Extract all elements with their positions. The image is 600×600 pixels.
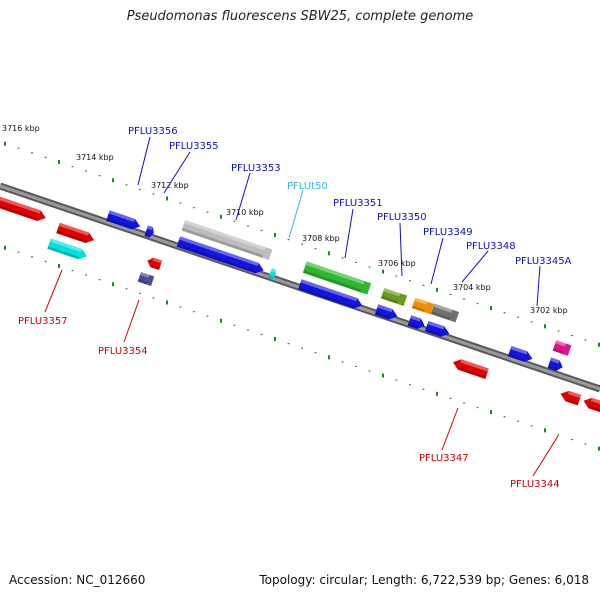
gene-feature-cds-orange	[411, 297, 435, 315]
gene-feature-cds-forward	[144, 225, 154, 238]
gene-feature-cds-magenta	[552, 340, 572, 356]
scale-dots-lower	[4, 245, 600, 451]
gene-feature-cds-forward	[407, 315, 425, 329]
gene-feature-cds-reverse	[452, 359, 489, 379]
gene-label: PFLU3349	[423, 227, 473, 238]
gene-feature-cds-reverse	[583, 397, 600, 413]
gene-feature-cds-olive	[380, 287, 408, 307]
gene-label: PFLU3348	[466, 241, 516, 252]
tick-labels: 3716 kbp 3714 kbp 3712 kbp 3710 kbp 3708…	[2, 124, 568, 315]
topology-text: Topology: circular; Length: 6,722,539 bp…	[259, 573, 589, 587]
gene-label: PFLU3347	[419, 453, 469, 464]
gene-feature-cds-forward	[0, 196, 46, 221]
gene-feature-cds-gray	[430, 303, 460, 323]
scale-dots-upper	[4, 141, 600, 347]
tick-label: 3702 kbp	[530, 306, 568, 315]
gene-label: PFLU3353	[231, 163, 281, 174]
gene-feature-cds-slate	[137, 272, 155, 286]
gene-label: PFLU3356	[128, 126, 178, 137]
gene-label: PFLU3344	[510, 479, 560, 490]
tick-label: 3712 kbp	[151, 181, 189, 190]
gene-label: PFLU3351	[333, 198, 383, 209]
tick-label: 3708 kbp	[302, 234, 340, 243]
map-title: Pseudomonas fluorescens SBW25, complete …	[126, 9, 474, 24]
gene-feature-cds-forward	[374, 304, 398, 320]
tick-label: 3714 kbp	[76, 153, 114, 162]
gene-label: PFLU3345A	[515, 256, 572, 267]
gene-features	[0, 196, 600, 413]
gene-label: PFLU3350	[377, 212, 427, 223]
gene-label: PFLUt50	[287, 181, 328, 192]
gene-feature-rrna	[181, 220, 273, 260]
tick-label: 3706 kbp	[378, 259, 416, 268]
gene-feature-cds-reverse	[147, 257, 163, 270]
accession-text: Accession: NC_012660	[9, 573, 146, 587]
gene-feature-trna	[47, 238, 87, 260]
gene-feature-cds-forward	[176, 236, 264, 274]
gene-label: PFLU3354	[98, 346, 148, 357]
leader-lines	[44, 136, 559, 477]
gene-feature-cds-reverse	[56, 222, 94, 244]
gene-feature-cds-forward	[297, 279, 363, 309]
gene-feature-cds-forward	[106, 210, 141, 230]
gene-feature-cds-forward	[547, 357, 563, 371]
gene-feature-cds-forward	[507, 345, 533, 362]
gene-label: PFLU3355	[169, 141, 219, 152]
gene-feature-cds-forward	[424, 320, 450, 337]
tick-label: 3716 kbp	[2, 124, 40, 133]
gene-label: PFLU3357	[18, 316, 68, 327]
gene-feature-cds-green	[302, 261, 372, 295]
gene-feature-trna-small	[268, 268, 276, 280]
gene-feature-cds-reverse	[560, 390, 582, 406]
tick-label: 3710 kbp	[226, 208, 264, 217]
tick-label: 3704 kbp	[453, 283, 491, 292]
gene-labels: PFLU3356 PFLU3355 PFLU3353 PFLUt50 PFLU3…	[18, 126, 572, 490]
